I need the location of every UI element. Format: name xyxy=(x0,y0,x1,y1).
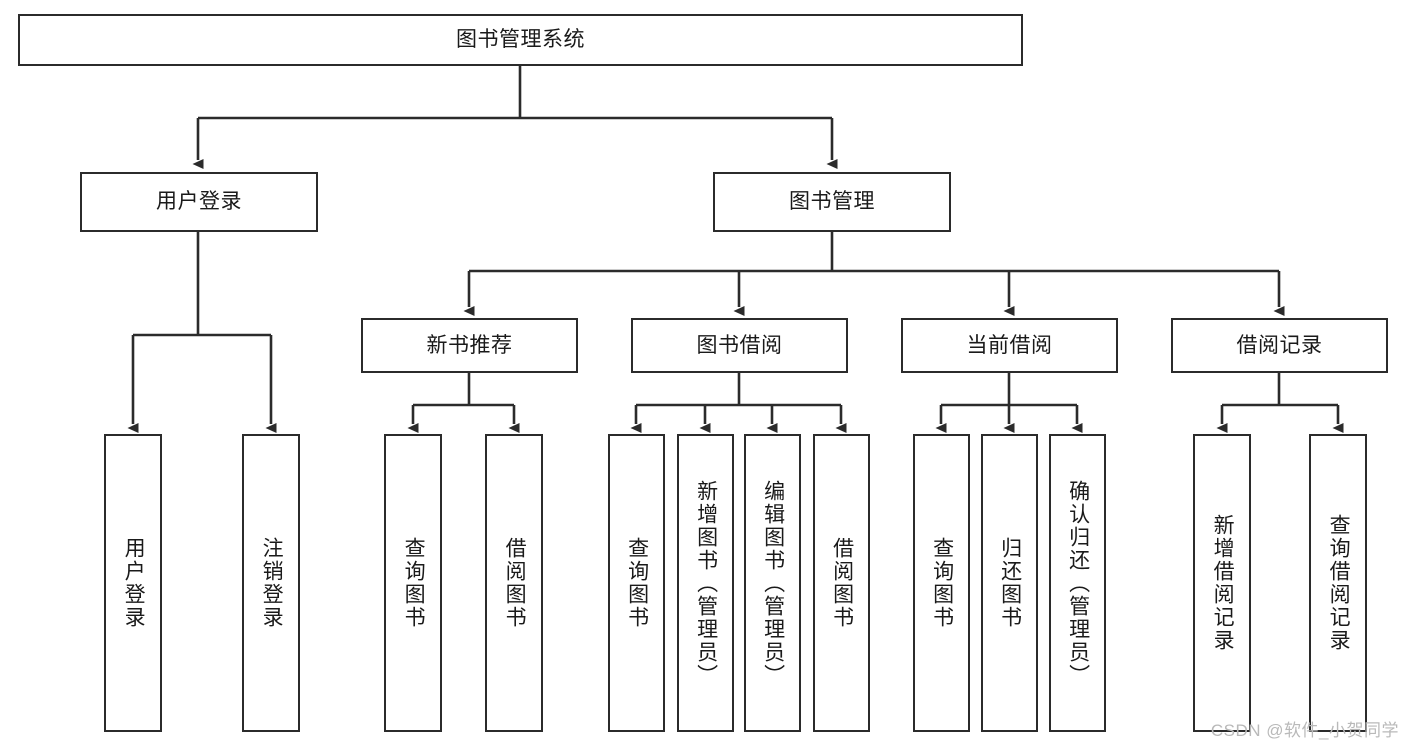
node-leaf-logout[interactable]: 注销登录 xyxy=(242,434,300,732)
node-book-manage[interactable]: 图书管理 xyxy=(713,172,951,232)
node-leaf-borrow-book-1-label: 借阅图书 xyxy=(503,537,527,629)
node-leaf-return-book[interactable]: 归还图书 xyxy=(981,434,1038,732)
node-borrow-record-label: 借阅记录 xyxy=(1236,333,1323,357)
node-leaf-query-book-1[interactable]: 查询图书 xyxy=(384,434,442,732)
node-leaf-query-book-3[interactable]: 查询图书 xyxy=(913,434,970,732)
node-leaf-query-record[interactable]: 查询借阅记录 xyxy=(1309,434,1367,732)
node-leaf-logout-label: 注销登录 xyxy=(260,537,284,629)
node-leaf-query-book-1-label: 查询图书 xyxy=(402,537,426,629)
node-leaf-user-login[interactable]: 用户登录 xyxy=(104,434,162,732)
node-leaf-query-book-2[interactable]: 查询图书 xyxy=(608,434,665,732)
node-new-book-rec-label: 新书推荐 xyxy=(426,333,513,357)
node-leaf-query-record-label: 查询借阅记录 xyxy=(1327,514,1351,652)
node-current-borrow[interactable]: 当前借阅 xyxy=(901,318,1118,373)
node-leaf-borrow-book-1[interactable]: 借阅图书 xyxy=(485,434,543,732)
node-borrow-record[interactable]: 借阅记录 xyxy=(1171,318,1388,373)
node-user-login-label: 用户登录 xyxy=(156,190,242,214)
node-leaf-add-book-label: 新增图书（管理员） xyxy=(694,479,718,687)
node-book-manage-label: 图书管理 xyxy=(789,190,875,214)
node-leaf-edit-book-label: 编辑图书（管理员） xyxy=(761,479,785,687)
node-leaf-add-record-label: 新增借阅记录 xyxy=(1211,514,1235,652)
node-root-label: 图书管理系统 xyxy=(456,28,585,52)
node-book-borrow[interactable]: 图书借阅 xyxy=(631,318,848,373)
csdn-watermark: CSDN @软件_小贺同学 xyxy=(1210,721,1399,740)
node-leaf-add-book[interactable]: 新增图书（管理员） xyxy=(677,434,734,732)
node-leaf-user-login-label: 用户登录 xyxy=(122,537,146,629)
node-leaf-query-book-3-label: 查询图书 xyxy=(930,537,954,629)
node-leaf-add-record[interactable]: 新增借阅记录 xyxy=(1193,434,1251,732)
node-leaf-edit-book[interactable]: 编辑图书（管理员） xyxy=(744,434,801,732)
node-leaf-return-book-label: 归还图书 xyxy=(998,537,1022,629)
node-current-borrow-label: 当前借阅 xyxy=(966,333,1053,357)
node-leaf-borrow-book-2-label: 借阅图书 xyxy=(830,537,854,629)
node-leaf-query-book-2-label: 查询图书 xyxy=(625,537,649,629)
node-leaf-confirm-return-label: 确认归还（管理员） xyxy=(1066,479,1090,687)
node-new-book-rec[interactable]: 新书推荐 xyxy=(361,318,578,373)
node-book-borrow-label: 图书借阅 xyxy=(696,333,783,357)
node-leaf-confirm-return[interactable]: 确认归还（管理员） xyxy=(1049,434,1106,732)
node-root[interactable]: 图书管理系统 xyxy=(18,14,1023,66)
node-user-login[interactable]: 用户登录 xyxy=(80,172,318,232)
node-leaf-borrow-book-2[interactable]: 借阅图书 xyxy=(813,434,870,732)
